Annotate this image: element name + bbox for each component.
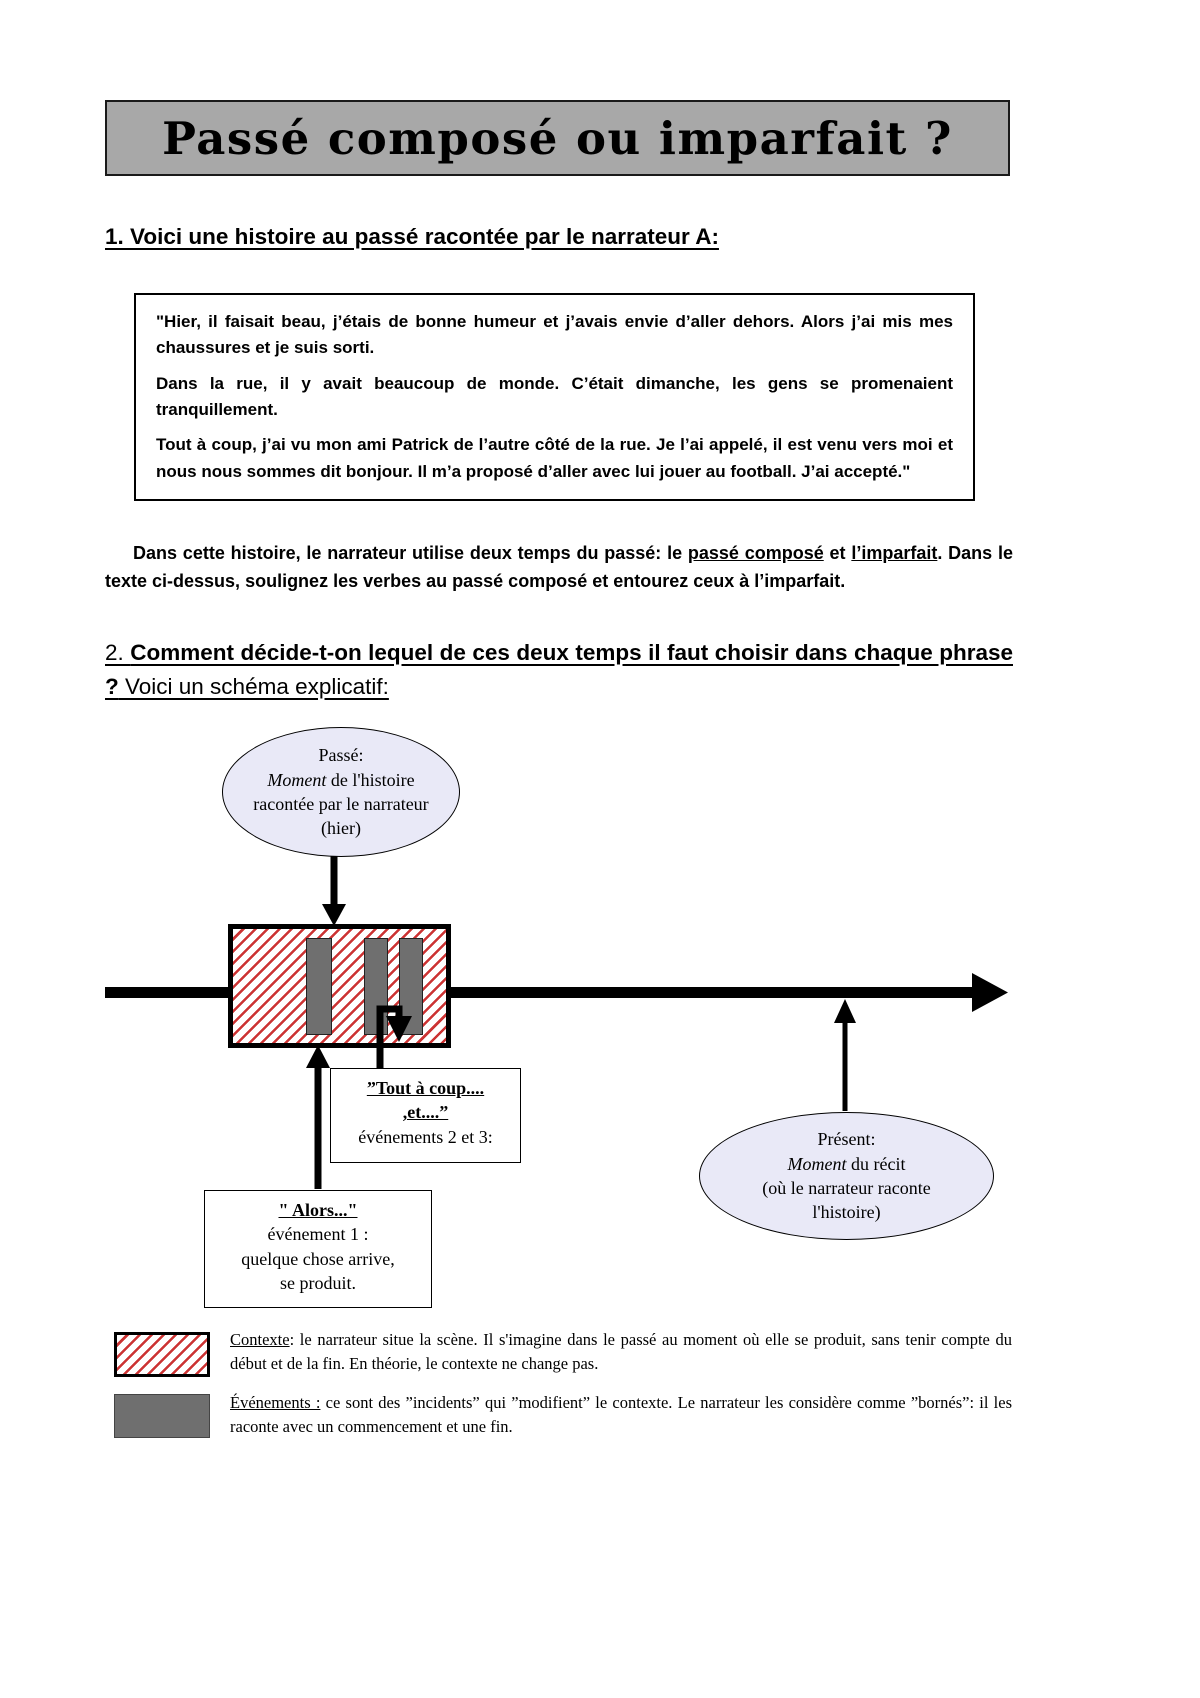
present-line2-rest: du récit bbox=[846, 1153, 906, 1174]
instruction-part3: . Dans le texte ci-dessus, soulignez les… bbox=[105, 543, 1013, 591]
present-moment-italic: Moment bbox=[787, 1153, 847, 1174]
legend-context-text: Contexte: le narrateur situe la scène. I… bbox=[230, 1328, 1012, 1376]
past-moment-italic: Moment bbox=[267, 769, 327, 790]
legend-events-body: ce sont des ”incidents” qui ”modifient” … bbox=[230, 1393, 1012, 1436]
present-arrow-head bbox=[834, 999, 856, 1023]
tout-a-coup-box: ”Tout à coup.... ,et....” événements 2 e… bbox=[330, 1068, 521, 1163]
present-line2: Moment du récit bbox=[788, 1152, 906, 1176]
section2-question: Comment décide-t-on lequel de ces deux t… bbox=[105, 640, 1013, 699]
alors-line4: se produit. bbox=[280, 1272, 356, 1293]
past-line4: (hier) bbox=[321, 818, 361, 839]
story-paragraph-1: "Hier, il faisait beau, j’étais de bonne… bbox=[156, 312, 953, 358]
tout-line1: ”Tout à coup.... bbox=[366, 1078, 485, 1098]
section2-number: 2. bbox=[105, 640, 131, 665]
page-title: Passé composé ou imparfait ? bbox=[162, 111, 953, 165]
tout-line3: événements 2 et 3: bbox=[358, 1126, 493, 1147]
story-box: "Hier, il faisait beau, j’étais de bonne… bbox=[134, 293, 975, 502]
section2-heading: 2. Comment décide-t-on lequel de ces deu… bbox=[105, 636, 1013, 704]
present-line3: (où le narrateur raconte bbox=[762, 1178, 931, 1198]
past-ellipse: Passé: Moment de l'histoire racontée par… bbox=[222, 727, 460, 857]
alors-box: " Alors..." événement 1 : quelque chose … bbox=[204, 1190, 432, 1308]
event-bar-1 bbox=[306, 938, 332, 1035]
event-bar-2 bbox=[364, 938, 388, 1035]
legend-events-text: Événements : ce sont des ”incidents” qui… bbox=[230, 1391, 1012, 1439]
section1-heading: 1. Voici une histoire au passé racontée … bbox=[105, 224, 719, 249]
event-bar-3 bbox=[399, 938, 423, 1035]
past-line2-rest: de l'histoire bbox=[326, 769, 415, 790]
instruction-part2: et bbox=[823, 543, 852, 563]
instruction-paragraph: Dans cette histoire, le narrateur utilis… bbox=[105, 540, 1013, 596]
instruction-part1: Dans cette histoire, le narrateur utilis… bbox=[133, 543, 688, 563]
legend-events-swatch bbox=[114, 1394, 210, 1438]
present-line4: l'histoire) bbox=[812, 1202, 881, 1223]
story-paragraph-2: Dans la rue, il y avait beaucoup de mond… bbox=[156, 373, 953, 420]
tout-line2: ,et....” bbox=[402, 1102, 449, 1123]
alors-arrow-head bbox=[306, 1045, 330, 1068]
timeline-arrowhead bbox=[972, 973, 1008, 1012]
alors-line3: quelque chose arrive, bbox=[241, 1248, 395, 1269]
section2-rest: Voici un schéma explicatif: bbox=[118, 673, 389, 699]
past-arrow-head bbox=[322, 904, 346, 926]
present-ellipse: Présent: Moment du récit (où le narrateu… bbox=[699, 1112, 994, 1240]
title-banner: Passé composé ou imparfait ? bbox=[105, 100, 1010, 176]
legend-context-body: : le narrateur situe la scène. Il s'imag… bbox=[230, 1330, 1012, 1373]
instruction-underline-imparfait: l’imparfait bbox=[851, 543, 938, 563]
past-line1: Passé: bbox=[318, 745, 364, 766]
legend-context-term: Contexte bbox=[230, 1330, 290, 1349]
legend-context-swatch bbox=[114, 1332, 210, 1377]
present-line1: Présent: bbox=[817, 1129, 876, 1150]
alors-line2: événement 1 : bbox=[267, 1224, 369, 1245]
story-paragraph-3: Tout à coup, j’ai vu mon ami Patrick de … bbox=[156, 435, 953, 481]
legend-events-term: Événements : bbox=[230, 1393, 321, 1412]
instruction-underline-passe-compose: passé composé bbox=[687, 543, 824, 563]
past-line2: Moment de l'histoire bbox=[267, 768, 414, 792]
alors-line1: " Alors..." bbox=[278, 1200, 358, 1220]
past-line3: racontée par le narrateur bbox=[253, 794, 429, 814]
